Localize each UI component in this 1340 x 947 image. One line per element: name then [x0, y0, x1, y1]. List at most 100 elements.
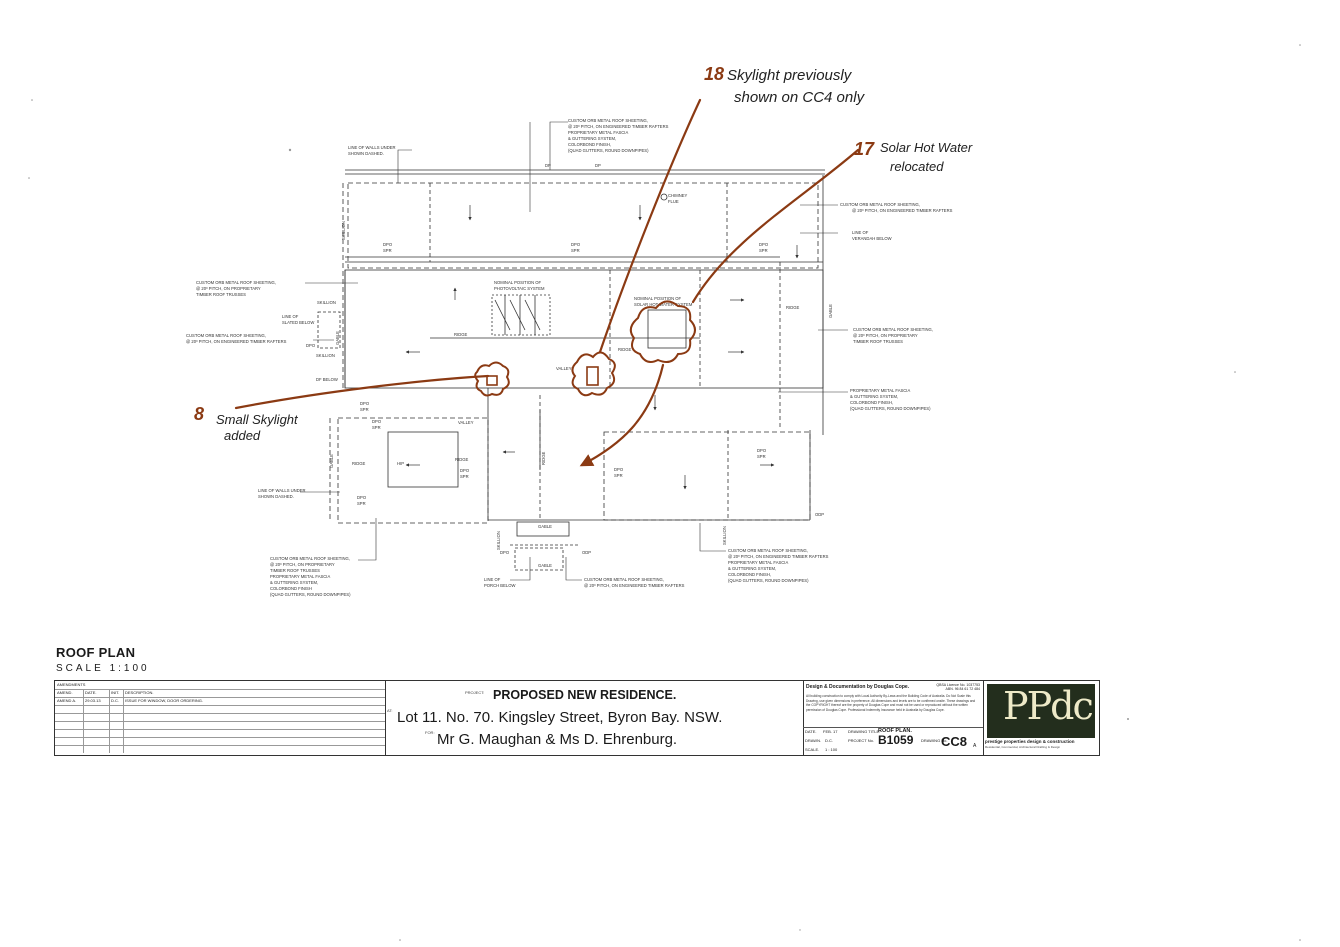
for-label: FOR:	[425, 730, 435, 735]
label-dp-2: DP	[595, 163, 601, 168]
amendment-row-empty	[55, 745, 385, 753]
label-orb-bl-7: (QUAD GUTTERS, ROUND DOWNPIPES)	[270, 592, 351, 597]
label-verandah-2: VERANDAH BELOW	[852, 236, 892, 241]
label-df-below: DF BELOW	[316, 377, 338, 382]
plan-labels: CUSTOM ORB METAL ROOF SHEETING, @ 20º PI…	[186, 118, 953, 597]
label-ridge-4: RIDGE	[455, 457, 468, 462]
label-orb-bc: CUSTOM ORB METAL ROOF SHEETING,	[584, 577, 664, 582]
markup-leader-8	[234, 374, 490, 410]
rotated-labels: SKILLION GABLE GABLE GABLE RIDGE SKILLIO…	[329, 221, 833, 550]
row1-desc: ISSUE FOR WINDOW, DOOR ORDERING.	[125, 698, 204, 703]
project-panel: PROJECT: PROPOSED NEW RESIDENCE. AT: Lot…	[385, 681, 804, 755]
skylight-18-icon	[586, 366, 599, 386]
markup-leader-18	[598, 98, 702, 354]
amendment-row-empty	[55, 721, 385, 730]
label-dpo-8: DPO	[757, 448, 767, 453]
label-chimney-2: FLUE	[668, 199, 679, 204]
drawing-scale: SCALE 1:100	[56, 663, 150, 674]
label-spr-1: SPR	[383, 248, 392, 253]
col-desc: DESCRIPTION.	[125, 690, 154, 695]
label-odp-2: ODP	[815, 512, 824, 517]
label-fascia-right: PROPRIETARY METAL FASCIA	[850, 388, 910, 393]
company-logo: PPdc	[987, 684, 1095, 738]
label-dp-1: DP	[545, 163, 551, 168]
label-fascia-top-4: (QUAD GUTTERS, ROUND DOWNPIPES)	[568, 148, 649, 153]
scale-label: SCALE.	[805, 747, 820, 752]
markup-arrow-17	[579, 363, 665, 467]
col-init: INIT.	[109, 689, 124, 697]
label-orb-bc-2: @ 20º PITCH, ON ENGINEERED TIMBER RAFTER…	[584, 583, 685, 588]
note-17-text-1: Solar Hot Water	[880, 140, 973, 155]
label-fascia-right-2: & GUTTERING SYSTEM,	[850, 394, 898, 399]
label-orb-bl-5: & GUTTERING SYSTEM,	[270, 580, 318, 585]
skylight-cloud-18	[571, 351, 616, 397]
row1-amend: AMEND A.	[55, 697, 84, 705]
note-17-number: 17	[854, 139, 875, 159]
drawing-title-label: DRAWING TITLE.	[848, 729, 881, 734]
label-orb-bl-4: PROPRIETARY METAL FASCIA	[270, 574, 330, 579]
date-value: FEB. 17	[823, 729, 838, 734]
skylight-8-icon	[486, 375, 498, 386]
label-dpo-7: DPO	[614, 467, 624, 472]
project-title: PROPOSED NEW RESIDENCE.	[493, 688, 677, 702]
label-gable-top: GABLE	[538, 524, 552, 529]
markup-leader-17	[691, 148, 860, 304]
date-label: DATE.	[805, 729, 817, 734]
markup-clouds	[474, 300, 696, 397]
label-slated: SLATED BELOW	[282, 320, 314, 325]
project-address: Lot 11. No. 70. Kingsley Street, Byron B…	[397, 709, 723, 726]
at-label: AT:	[387, 708, 393, 713]
drawing-title: ROOF PLAN	[56, 645, 136, 660]
skylight-cloud-8	[474, 361, 510, 397]
label-skillion-v2: SKILLION	[496, 531, 501, 550]
label-spr-5: SPR	[460, 474, 469, 479]
label-orb-bl-2: @ 20º PITCH, ON PROPRIETARY	[270, 562, 335, 567]
drawing-no-label: DRAWING No.	[921, 738, 948, 743]
label-skillion-v: SKILLION	[341, 221, 346, 240]
note-8-number: 8	[194, 404, 204, 424]
label-orb-br: CUSTOM ORB METAL ROOF SHEETING,	[728, 548, 808, 553]
amendment-row-a: AMEND A. 29.03.13 D.C. ISSUE FOR WINDOW,…	[55, 697, 385, 706]
label-orb-right-b3: TIMBER ROOF TRUSSES	[853, 339, 903, 344]
label-spr-8: SPR	[357, 501, 366, 506]
title-block: AMENDMENTS AMEND. DATE. INIT. DESCRIPTIO…	[54, 680, 1100, 756]
amendment-row-empty	[55, 737, 385, 746]
note-18-number: 18	[704, 64, 724, 84]
note-8-text-1: Small Skylight	[216, 412, 299, 427]
label-ridge-3: RIDGE	[786, 305, 799, 310]
label-dpo-2: DPO	[383, 242, 393, 247]
shw-cloud-17	[629, 300, 696, 363]
label-valley-2: VALLEY	[458, 420, 474, 425]
label-dpo-5: DPO	[360, 401, 370, 406]
label-skillion: SKILLION	[317, 300, 336, 305]
licence-number: QBSA Licence No. 1037753	[936, 683, 980, 687]
roof-outline	[317, 169, 825, 571]
label-pv: NOMINAL POSITION OF	[494, 280, 542, 285]
drawing-number: CC8	[941, 734, 968, 749]
label-skillion-v3: SKILLION	[722, 526, 727, 545]
label-orb-br-6: (QUAD GUTTERS, ROUND DOWNPIPES)	[728, 578, 809, 583]
label-fascia-right-4: (QUAD GUTTERS, ROUND DOWNPIPES)	[850, 406, 931, 411]
label-porch-2: PORCH BELOW	[484, 583, 515, 588]
markup-notes: 18 Skylight previously shown on CC4 only…	[194, 64, 973, 443]
amendments-columns-row: AMEND. DATE. INIT. DESCRIPTION.	[55, 689, 385, 698]
project-number: B1059	[878, 733, 914, 747]
amendments-table: AMENDMENTS AMEND. DATE. INIT. DESCRIPTIO…	[55, 681, 386, 755]
label-dpo-4: DPO	[759, 242, 769, 247]
label-orb-br-2: @ 20º PITCH, ON ENGINEERED TIMBER RAFTER…	[728, 554, 829, 559]
label-orb-left-b: CUSTOM ORB METAL ROOF SHEETING,	[186, 333, 266, 338]
label-walls-under-b: LINE OF WALLS UNDER	[258, 488, 306, 493]
label-spr-7: SPR	[757, 454, 766, 459]
project-client: Mr G. Maughan & Ms D. Ehrenburg.	[437, 731, 678, 748]
label-orb-bl: CUSTOM ORB METAL ROOF SHEETING,	[270, 556, 350, 561]
label-dpo-10: DPO	[372, 419, 382, 424]
fine-print: All building construction to comply with…	[806, 694, 976, 712]
label-hip: HIP	[397, 461, 404, 466]
scan-speckles	[28, 44, 1301, 941]
revision: A	[973, 743, 977, 749]
label-orb-right-b: CUSTOM ORB METAL ROOF SHEETING,	[853, 327, 933, 332]
label-orb-bl-6: COLORBOND FINISH	[270, 586, 312, 591]
label-orb-right: CUSTOM ORB METAL ROOF SHEETING,	[840, 202, 920, 207]
label-dpo-9: DPO	[357, 495, 367, 500]
label-pv-2: PHOTOVOLTAIC SYSTEM	[494, 286, 545, 291]
